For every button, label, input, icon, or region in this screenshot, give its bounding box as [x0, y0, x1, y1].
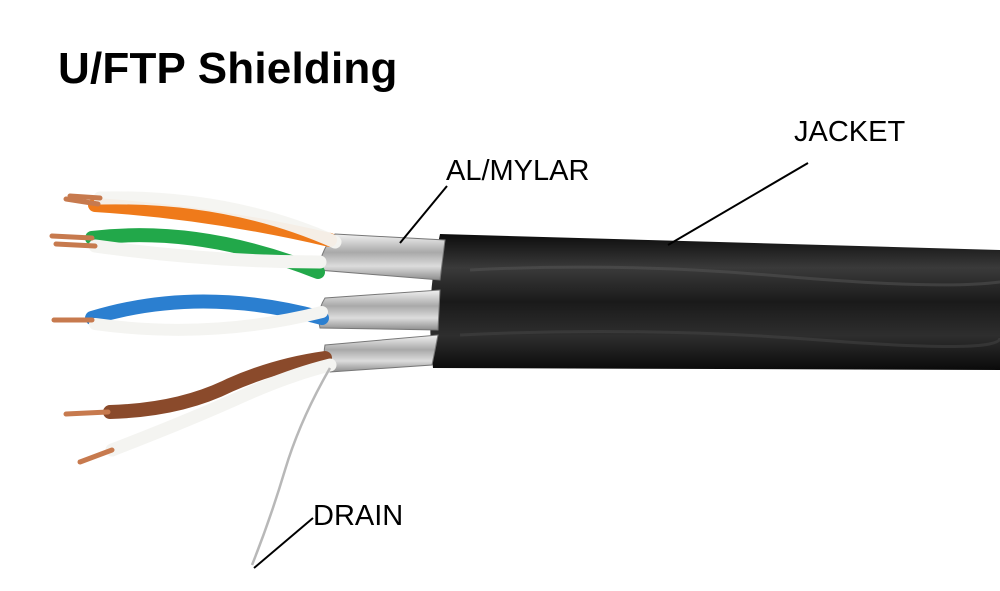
blue-wire	[85, 294, 329, 325]
brown-white-wire	[105, 358, 337, 457]
drain-leader	[253, 517, 314, 569]
copper-conductor-tips	[49, 193, 115, 465]
brown-wire	[103, 351, 332, 419]
leader-lines	[253, 162, 809, 569]
al-mylar-leader	[399, 185, 448, 244]
foil-shield-3	[323, 334, 439, 373]
jacket-leader	[667, 162, 809, 246]
blue-white-wire	[89, 306, 328, 336]
page-title: U/FTP Shielding	[58, 44, 398, 93]
drain-wire	[250, 367, 332, 566]
drain-label: DRAIN	[313, 500, 404, 532]
orange-white-wire	[93, 191, 342, 249]
al-mylar-label: AL/MYLAR	[446, 155, 590, 187]
foil-shield-2	[318, 289, 441, 331]
green-white-wire	[88, 239, 327, 269]
jacket-label: JACKET	[794, 116, 906, 148]
jacket-body	[430, 234, 1000, 370]
